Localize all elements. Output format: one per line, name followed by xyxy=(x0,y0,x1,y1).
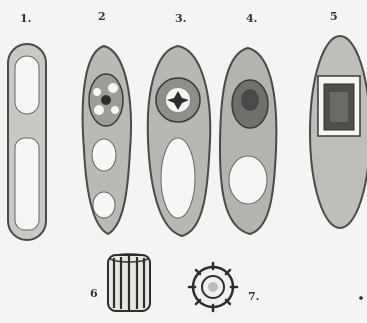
figure-4-cell xyxy=(220,48,276,234)
figure-7-ring xyxy=(189,263,237,311)
figure-3-cell xyxy=(148,46,210,236)
figure-2-cell xyxy=(83,46,131,234)
figure-5-cell xyxy=(310,36,367,228)
figure-1-cell xyxy=(8,44,46,240)
figure-6-barrel xyxy=(108,254,150,311)
stray-dot xyxy=(359,296,363,300)
